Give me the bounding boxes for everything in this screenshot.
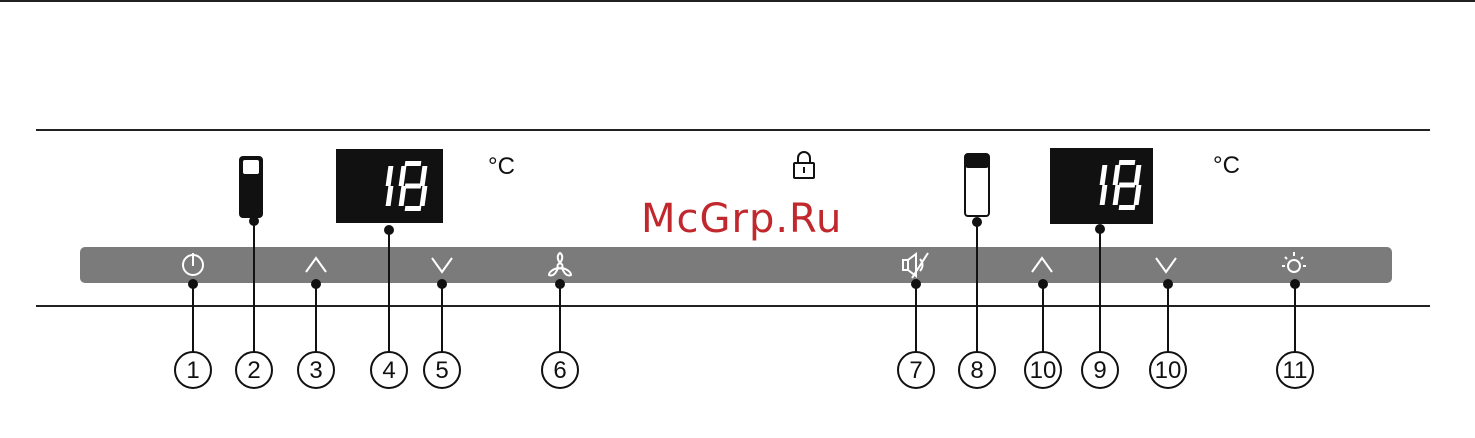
callout-10: 9 [1082, 224, 1118, 388]
callout-number: 5 [435, 357, 448, 384]
callout-number: 2 [247, 357, 260, 384]
leader-dot [1163, 279, 1173, 289]
leader-dot [555, 279, 565, 289]
callout-12: 11 [1277, 279, 1313, 388]
callout-9: 10 [1025, 279, 1061, 388]
leader-dot [972, 217, 982, 227]
callout-8: 8 [959, 217, 995, 388]
callout-3: 3 [298, 279, 334, 388]
callout-2: 2 [236, 216, 272, 388]
leader-dot [1038, 279, 1048, 289]
leader-dot [249, 216, 259, 226]
leader-dot [384, 225, 394, 235]
leader-dot [188, 279, 198, 289]
callout-4: 4 [371, 225, 407, 388]
callout-number: 4 [382, 357, 395, 384]
callout-number: 1 [186, 357, 199, 384]
callout-number: 10 [1155, 357, 1182, 384]
callout-number: 8 [970, 357, 983, 384]
leader-dot [1290, 279, 1300, 289]
callout-number: 10 [1030, 357, 1057, 384]
callout-number: 9 [1093, 357, 1106, 384]
callout-7: 7 [898, 279, 934, 388]
callout-number: 3 [309, 357, 322, 384]
callout-11: 10 [1150, 279, 1186, 388]
leader-dot [1095, 224, 1105, 234]
callout-5: 5 [424, 279, 460, 388]
callout-number: 11 [1283, 357, 1308, 384]
callout-6: 6 [542, 279, 578, 388]
callout-1: 1 [175, 279, 211, 388]
leader-dot [437, 279, 447, 289]
callout-number: 7 [909, 357, 922, 384]
callout-number: 6 [553, 357, 566, 384]
leader-dot [911, 279, 921, 289]
leader-dot [311, 279, 321, 289]
